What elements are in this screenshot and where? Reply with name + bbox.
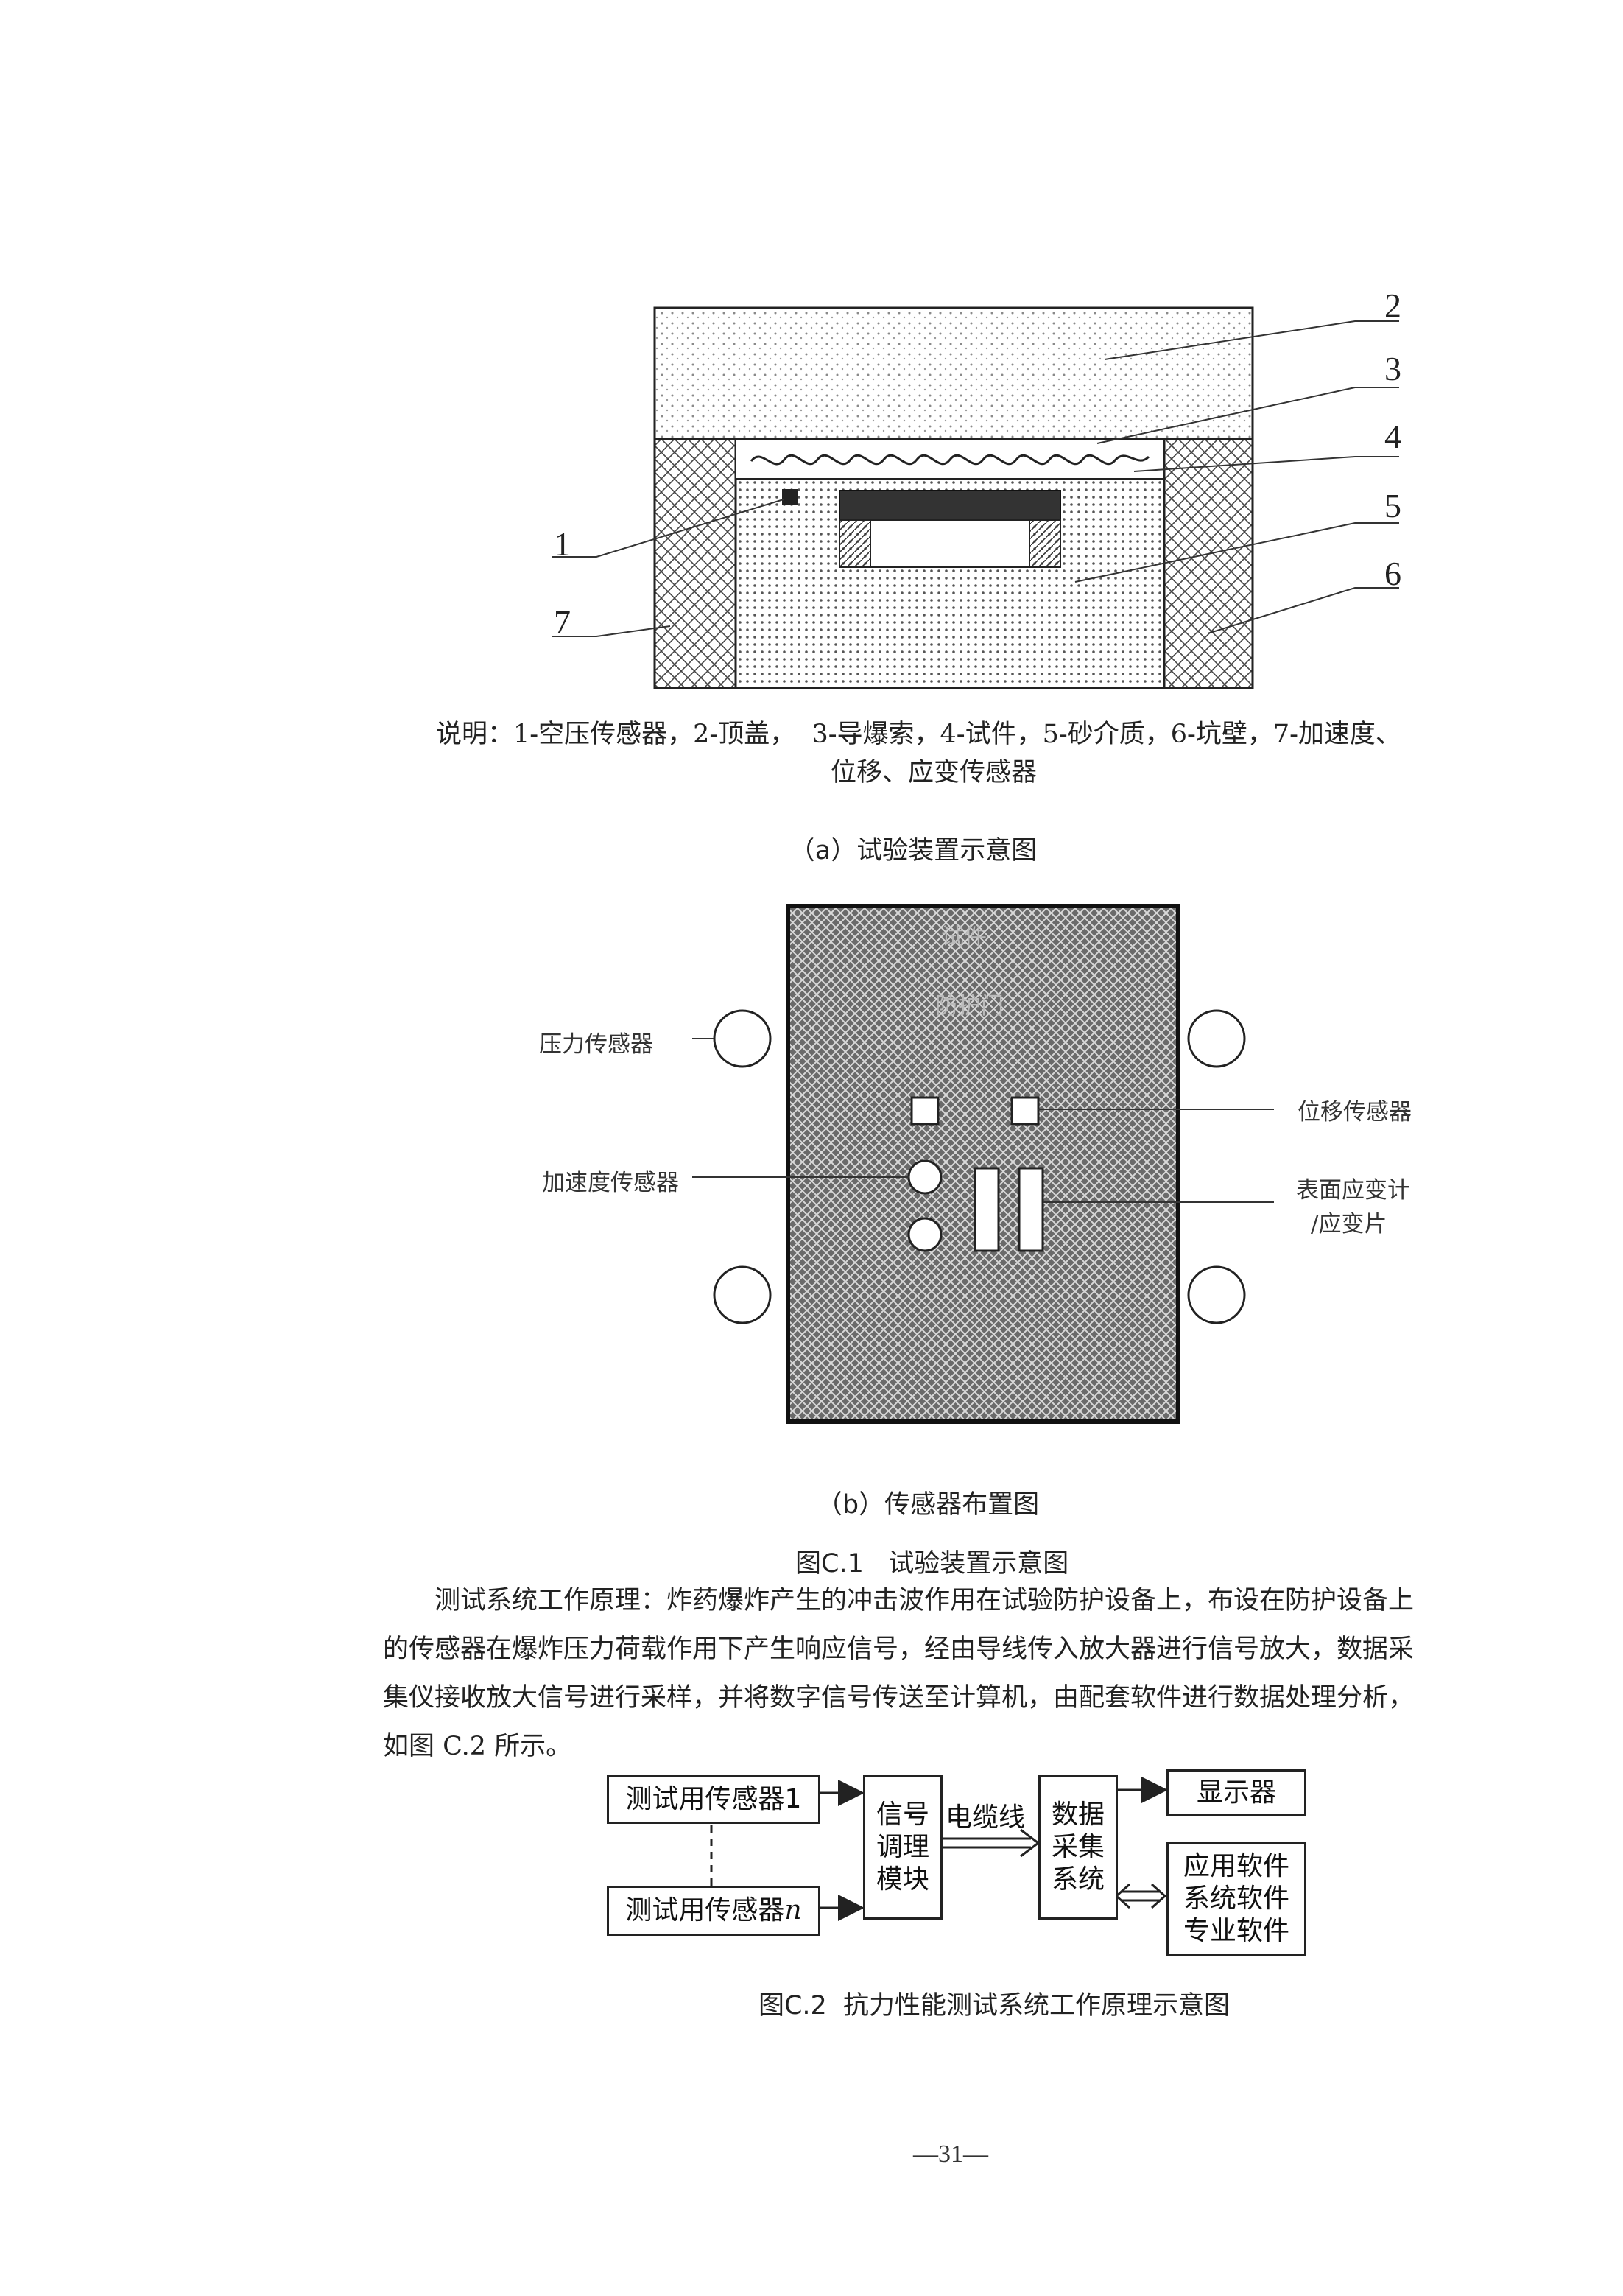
flow-software-line-1: 应用软件 — [1183, 1851, 1289, 1881]
flow-software-line-3: 专业软件 — [1183, 1916, 1289, 1946]
flow-module-line-1: 信号 — [876, 1800, 929, 1830]
paragraph-line-2: 的传感器在爆炸压力荷载作用下产生响应信号，经由导线传入放大器进行信号放大，数据采 — [383, 1635, 1415, 1664]
pit-wall-right — [1163, 438, 1254, 689]
label-strain-gauge-line1: 表面应变计 — [1296, 1177, 1410, 1204]
figure-c1-caption: 图C.1 试验装置示意图 — [795, 1549, 1069, 1579]
flow-module-line-2: 调理 — [876, 1832, 929, 1862]
flow-sensor-1-box: 测试用传感器1 — [607, 1775, 820, 1824]
label-strain-gauge-line2: /应变片 — [1311, 1211, 1387, 1237]
paragraph-line-4: 如图 C.2 所示。 — [383, 1732, 572, 1761]
flow-software-line-2: 系统软件 — [1183, 1884, 1289, 1914]
figure-c2-caption: 图C.2 抗力性能测试系统工作原理示意图 — [758, 1991, 1231, 2021]
callout-7: 7 — [554, 603, 571, 641]
figure-a-legend-line1: 说明：1-空压传感器，2-顶盖， 3-导爆索，4-试件，5-砂介质，6-坑壁，7… — [436, 720, 1401, 749]
displacement-sensor-right — [1010, 1096, 1040, 1126]
top-cover — [653, 306, 1254, 440]
blast-door-panel — [786, 904, 1180, 1424]
air-pressure-sensor — [782, 489, 798, 505]
flow-signal-module-box: 信号 调理 模块 — [863, 1775, 943, 1920]
page-number: —31— — [913, 2141, 988, 2168]
figure-a-diagram — [552, 306, 1399, 689]
flow-sensor-1-label: 测试用传感器1 — [625, 1784, 802, 1814]
flow-software-box: 应用软件 系统软件 专业软件 — [1166, 1842, 1306, 1956]
figure-b-inner-label-door: 防护门 — [935, 993, 1004, 1019]
specimen-support-left — [839, 519, 871, 568]
figure-a-caption: （a）试验装置示意图 — [789, 836, 1038, 866]
acceleration-sensor-upper — [907, 1159, 943, 1195]
flow-display-label: 显示器 — [1196, 1777, 1276, 1808]
label-acceleration-sensor: 加速度传感器 — [542, 1170, 679, 1196]
figure-b-diagram — [692, 904, 1274, 1424]
pressure-sensor-bottom-right — [1187, 1265, 1246, 1324]
flow-cable-label: 电缆线 — [946, 1802, 1026, 1833]
specimen-support-right — [1029, 519, 1061, 568]
flow-daq-line-1: 数据 — [1051, 1800, 1105, 1830]
callout-1: 1 — [554, 525, 571, 563]
figure-b-inner-label-specimen: 试件 — [941, 924, 987, 950]
pit-wall-left — [653, 438, 737, 689]
callout-2: 2 — [1384, 287, 1401, 324]
flowchart-connectors — [710, 1777, 1168, 1921]
flow-daq-box: 数据 采集 系统 — [1038, 1775, 1118, 1920]
detonating-cord — [750, 454, 1150, 466]
paragraph-line-3: 集仪接收放大信号进行采样，并将数字信号传送至计算机，由配套软件进行数据处理分析， — [383, 1683, 1415, 1713]
callout-6: 6 — [1384, 555, 1401, 592]
pressure-sensor-bottom-left — [713, 1265, 772, 1324]
specimen-cavity — [870, 519, 1030, 568]
flow-sensor-n-label: 测试用传感器n — [625, 1895, 802, 1925]
callout-3: 3 — [1384, 350, 1401, 387]
strain-gauge-right — [1018, 1167, 1044, 1252]
displacement-sensor-left — [910, 1096, 940, 1126]
body-paragraph: 测试系统工作原理：炸药爆炸产生的冲击波作用在试验防护设备上，布设在防护设备上 的… — [383, 1576, 1532, 1771]
flow-module-line-3: 模块 — [876, 1864, 929, 1895]
figure-b-caption: （b）传感器布置图 — [816, 1490, 1040, 1520]
flow-display-box: 显示器 — [1166, 1769, 1306, 1816]
callout-5: 5 — [1384, 487, 1401, 524]
specimen-plate — [839, 490, 1061, 521]
pressure-sensor-top-left — [713, 1009, 772, 1068]
strain-gauge-left — [974, 1167, 1000, 1252]
label-pressure-sensor: 压力传感器 — [539, 1031, 653, 1058]
flow-daq-line-3: 系统 — [1051, 1864, 1105, 1895]
flow-daq-line-2: 采集 — [1051, 1832, 1105, 1862]
paragraph-line-1: 测试系统工作原理：炸药爆炸产生的冲击波作用在试验防护设备上，布设在防护设备上 — [434, 1586, 1415, 1615]
label-displacement-sensor: 位移传感器 — [1298, 1099, 1412, 1126]
figure-a-legend-line2: 位移、应变传感器 — [831, 758, 1038, 787]
flow-sensor-n-box: 测试用传感器n — [607, 1886, 820, 1936]
acceleration-sensor-lower — [907, 1217, 943, 1252]
pressure-sensor-top-right — [1187, 1009, 1246, 1068]
callout-4: 4 — [1384, 418, 1401, 455]
